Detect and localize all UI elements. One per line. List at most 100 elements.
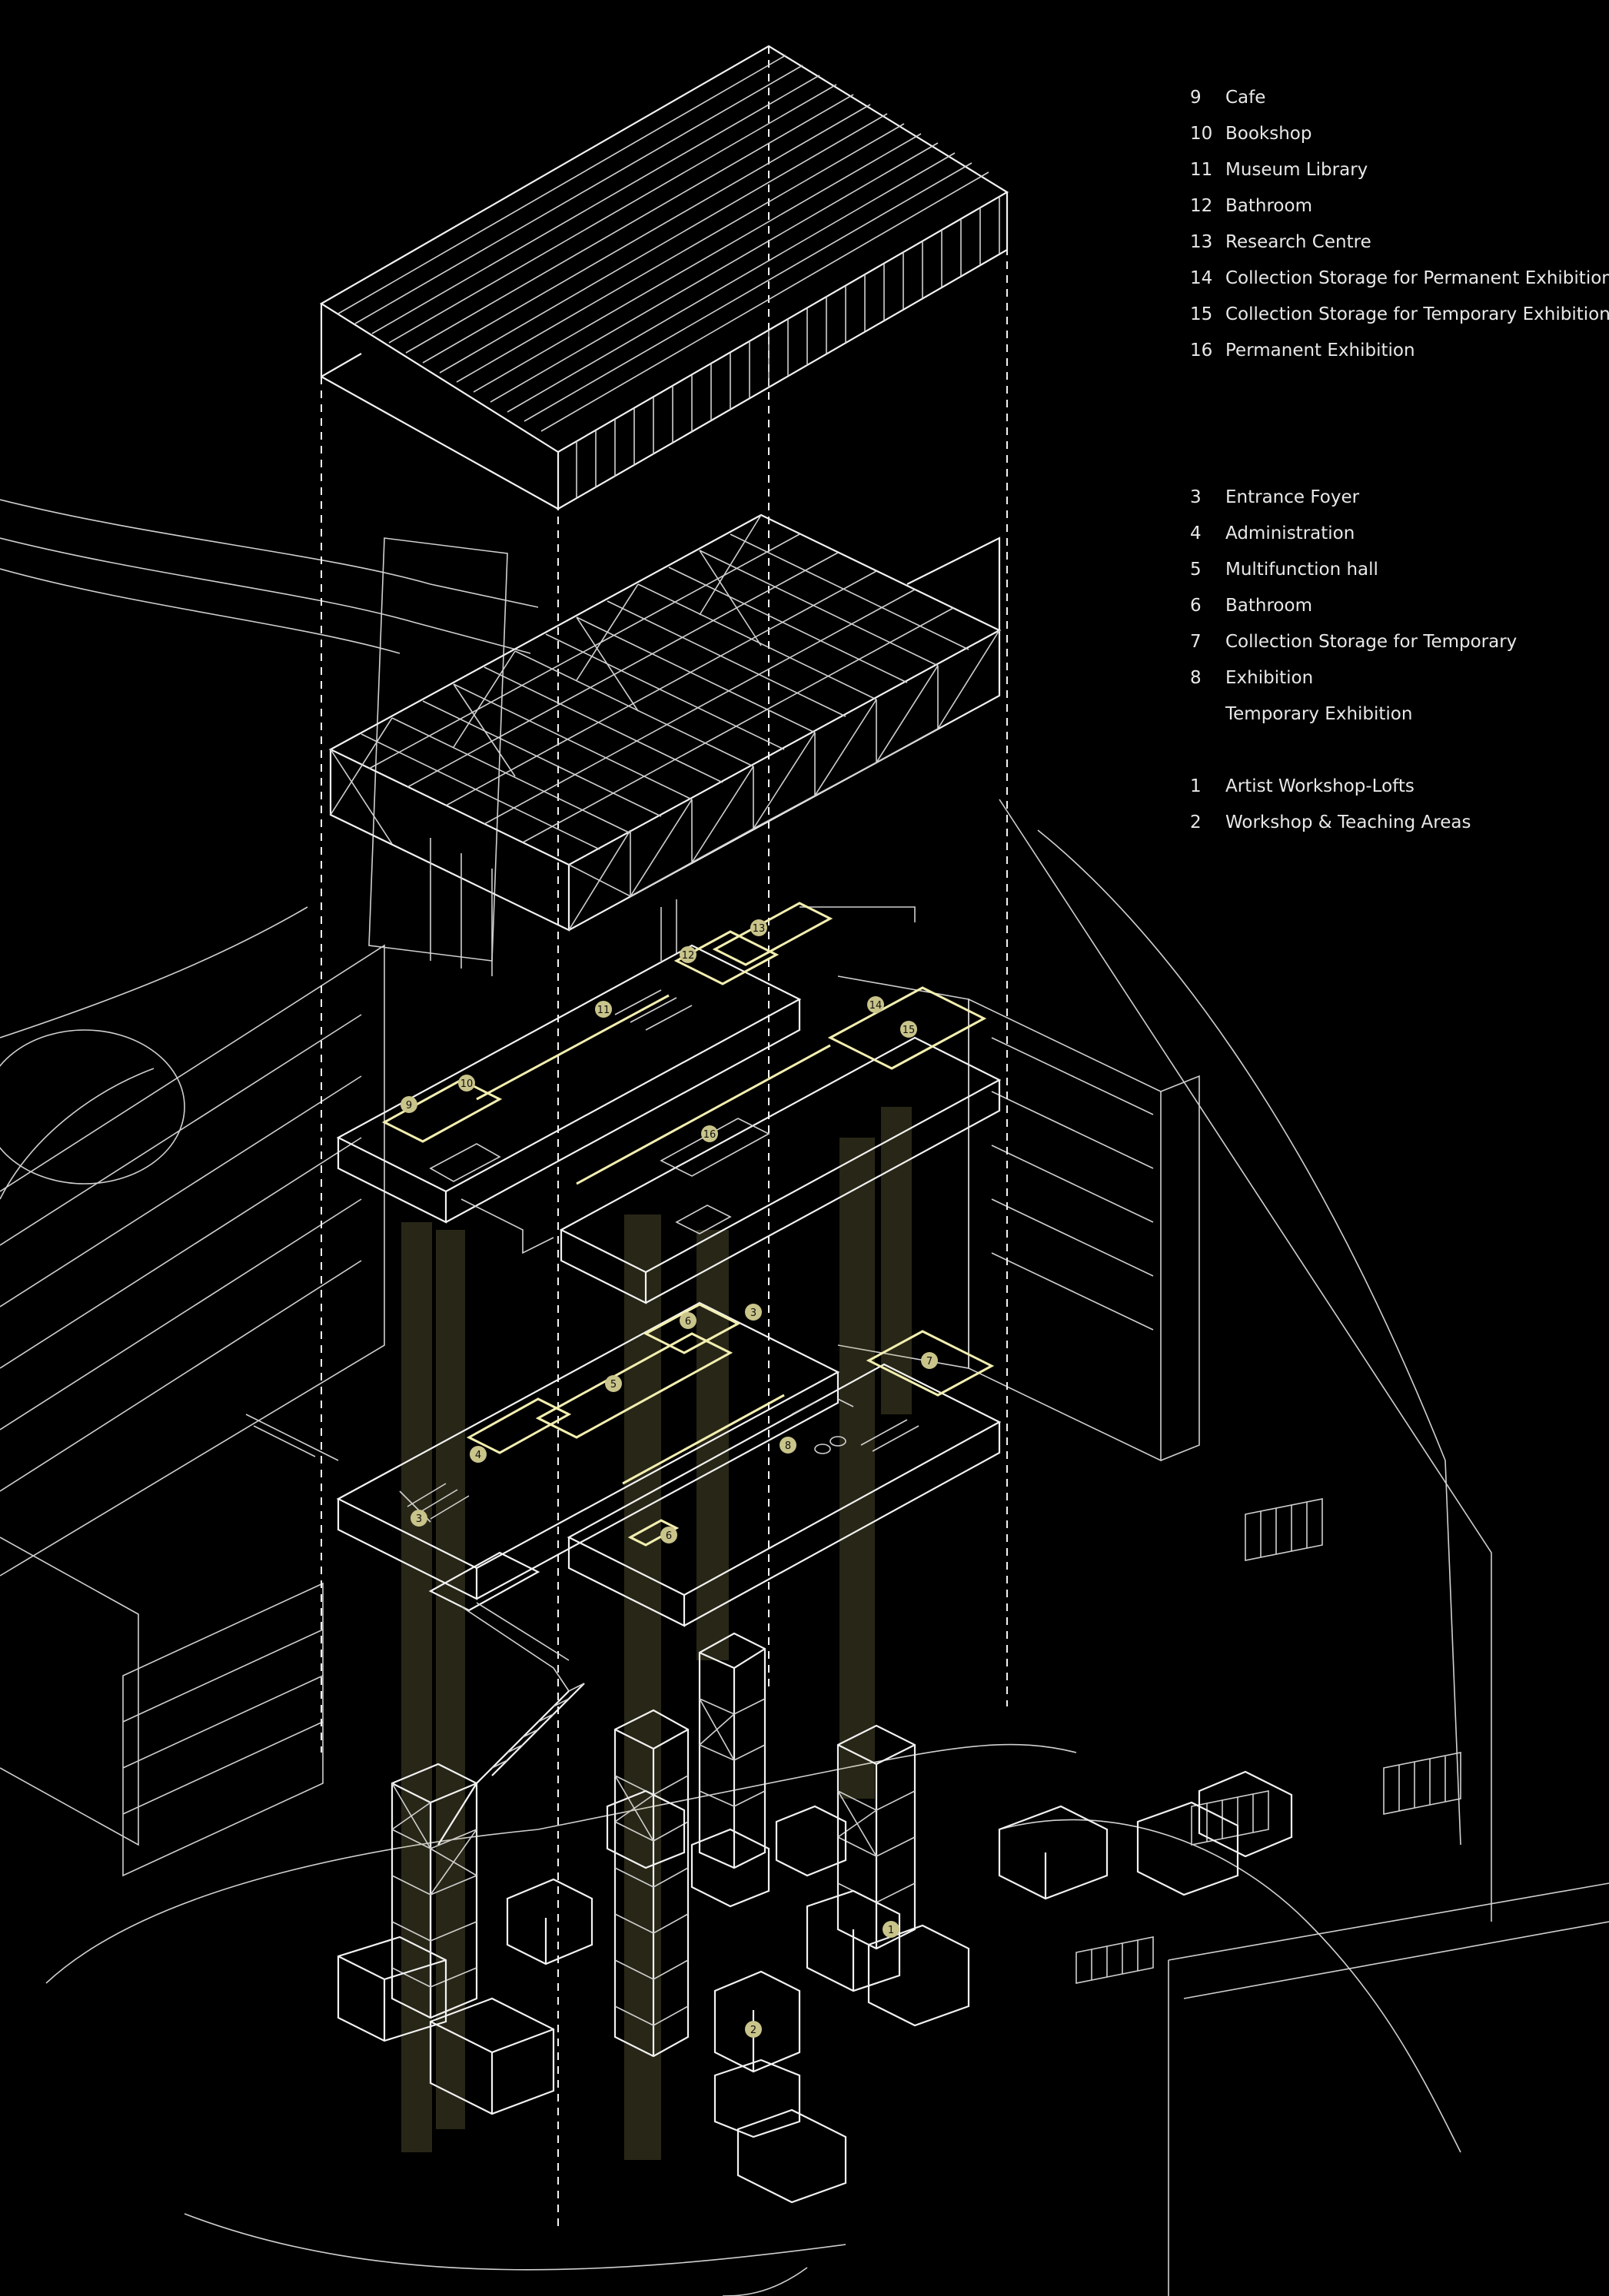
svg-text:7: 7	[926, 1356, 932, 1367]
roof-shell	[319, 45, 1009, 510]
tag-9: 9	[401, 1096, 417, 1113]
legend-item: 7 Collection Storage for Temporary	[1190, 624, 1517, 660]
tag-6b: 6	[660, 1527, 677, 1543]
svg-text:16: 16	[703, 1129, 716, 1141]
tag-3b: 3	[745, 1304, 762, 1321]
legend-item: Temporary Exhibition	[1190, 696, 1517, 733]
legend-item: 6 Bathroom	[1190, 588, 1517, 624]
legend-item: 10 Bookshop	[1190, 116, 1609, 152]
legend-number: 11	[1190, 160, 1213, 180]
tag-15: 15	[900, 1021, 917, 1038]
legend-item: 2 Workshop & Teaching Areas	[1190, 805, 1471, 841]
legend-label: Research Centre	[1225, 232, 1371, 252]
middle-floor	[245, 1301, 1002, 1627]
legend-number: 2	[1190, 812, 1202, 832]
legend-number: 13	[1190, 232, 1213, 252]
tag-13: 13	[750, 919, 767, 936]
legend-label: Multifunction hall	[1225, 560, 1378, 580]
legend-number: 14	[1190, 268, 1213, 288]
tag-16: 16	[701, 1125, 718, 1142]
tag-10: 10	[458, 1075, 475, 1092]
svg-text:2: 2	[750, 2025, 756, 2036]
svg-text:1: 1	[888, 1925, 894, 1936]
parking-bays	[1075, 1498, 1461, 1984]
legend-number: 10	[1190, 124, 1213, 144]
legend-label: Artist Workshop-Lofts	[1225, 776, 1415, 796]
legend-label: Administration	[1225, 523, 1355, 543]
legend-item: 14 Collection Storage for Permanent Exhib…	[1190, 261, 1609, 297]
tag-14: 14	[867, 996, 884, 1013]
svg-text:12: 12	[682, 950, 695, 962]
legend-item: 3 Entrance Foyer	[1190, 480, 1517, 516]
legend-item: 11 Museum Library	[1190, 152, 1609, 188]
svg-text:15: 15	[903, 1025, 916, 1036]
legend-number: 4	[1190, 523, 1202, 543]
tag-7: 7	[921, 1352, 938, 1369]
legend-item: 1 Artist Workshop-Lofts	[1190, 769, 1471, 805]
tag-12: 12	[680, 946, 696, 963]
legend-label: Exhibition	[1225, 668, 1314, 688]
legend-label: Cafe	[1225, 88, 1266, 108]
legend-label: Entrance Foyer	[1225, 487, 1360, 507]
svg-text:13: 13	[753, 923, 766, 935]
legend-item: 5 Multifunction hall	[1190, 552, 1517, 588]
legend-label: Bathroom	[1225, 196, 1312, 216]
legend-number: 16	[1190, 341, 1213, 361]
light-beams	[401, 1107, 912, 2160]
legend-number: 5	[1190, 560, 1202, 580]
legend-upper-floor: 9 Cafe 10 Bookshop 11 Museum Library 12 Bathroo…	[1190, 80, 1609, 369]
legend-number	[1190, 696, 1225, 733]
legend-item: 12 Bathroom	[1190, 188, 1609, 224]
legend-label: Museum Library	[1225, 160, 1368, 180]
legend-label: Collection Storage for Permanent Exhibit…	[1225, 268, 1609, 288]
svg-text:8: 8	[785, 1440, 791, 1452]
legend-number: 8	[1190, 668, 1202, 688]
legend-number: 9	[1190, 88, 1202, 108]
legend-number: 15	[1190, 304, 1213, 324]
legend-label: Bathroom	[1225, 596, 1312, 616]
tag-2: 2	[745, 2021, 762, 2038]
space-truss	[328, 513, 1002, 976]
towers	[391, 1632, 916, 2058]
legend-item: 16 Permanent Exhibition	[1190, 333, 1609, 369]
upper-floor	[336, 902, 1002, 1304]
legend-item: 13 Research Centre	[1190, 224, 1609, 261]
svg-text:9: 9	[406, 1100, 412, 1111]
legend-number: 1	[1190, 776, 1202, 796]
legend-number: 12	[1190, 196, 1213, 216]
legend-label: Bookshop	[1225, 124, 1312, 144]
svg-text:14: 14	[869, 1000, 883, 1012]
small-buildings	[337, 1770, 1293, 2204]
svg-text:10: 10	[460, 1078, 474, 1090]
alignment-lines	[321, 46, 1008, 2229]
room-tags: 1 2 3 3 4 5 6 6 7 8 9 10 11 12 13 14 15 …	[401, 919, 938, 2038]
legend-number: 3	[1190, 487, 1202, 507]
legend-item: 8 Exhibition	[1190, 660, 1517, 696]
svg-text:11: 11	[597, 1005, 610, 1016]
tag-4: 4	[470, 1446, 487, 1463]
legend-item: 4 Administration	[1190, 516, 1517, 552]
legend-middle-floor: 3 Entrance Foyer 4 Administration 5 Multifunc…	[1190, 480, 1517, 733]
tag-3a: 3	[411, 1510, 427, 1527]
tag-1: 1	[883, 1921, 899, 1938]
svg-text:5: 5	[610, 1379, 617, 1391]
tag-11: 11	[595, 1001, 612, 1018]
tag-5: 5	[605, 1375, 622, 1392]
legend-number: 7	[1190, 632, 1202, 652]
legend-label: Workshop & Teaching Areas	[1225, 812, 1471, 832]
legend-label: Collection Storage for Temporary	[1225, 632, 1518, 652]
legend-item: 9 Cafe	[1190, 80, 1609, 116]
svg-text:6: 6	[666, 1530, 672, 1542]
legend-number: 6	[1190, 596, 1202, 616]
legend-ground-floor: 1 Artist Workshop-Lofts 2 Workshop & Teachi…	[1190, 769, 1471, 841]
legend-label: Permanent Exhibition	[1225, 341, 1415, 361]
tag-8: 8	[780, 1437, 796, 1454]
tag-6a: 6	[680, 1312, 696, 1329]
svg-text:4: 4	[475, 1450, 481, 1461]
legend-label: Collection Storage for Temporary Exhibit…	[1225, 304, 1609, 324]
stairs	[428, 1551, 585, 1846]
svg-text:3: 3	[416, 1513, 422, 1525]
svg-text:3: 3	[750, 1307, 756, 1319]
legend-label: Temporary Exhibition	[1225, 704, 1413, 724]
